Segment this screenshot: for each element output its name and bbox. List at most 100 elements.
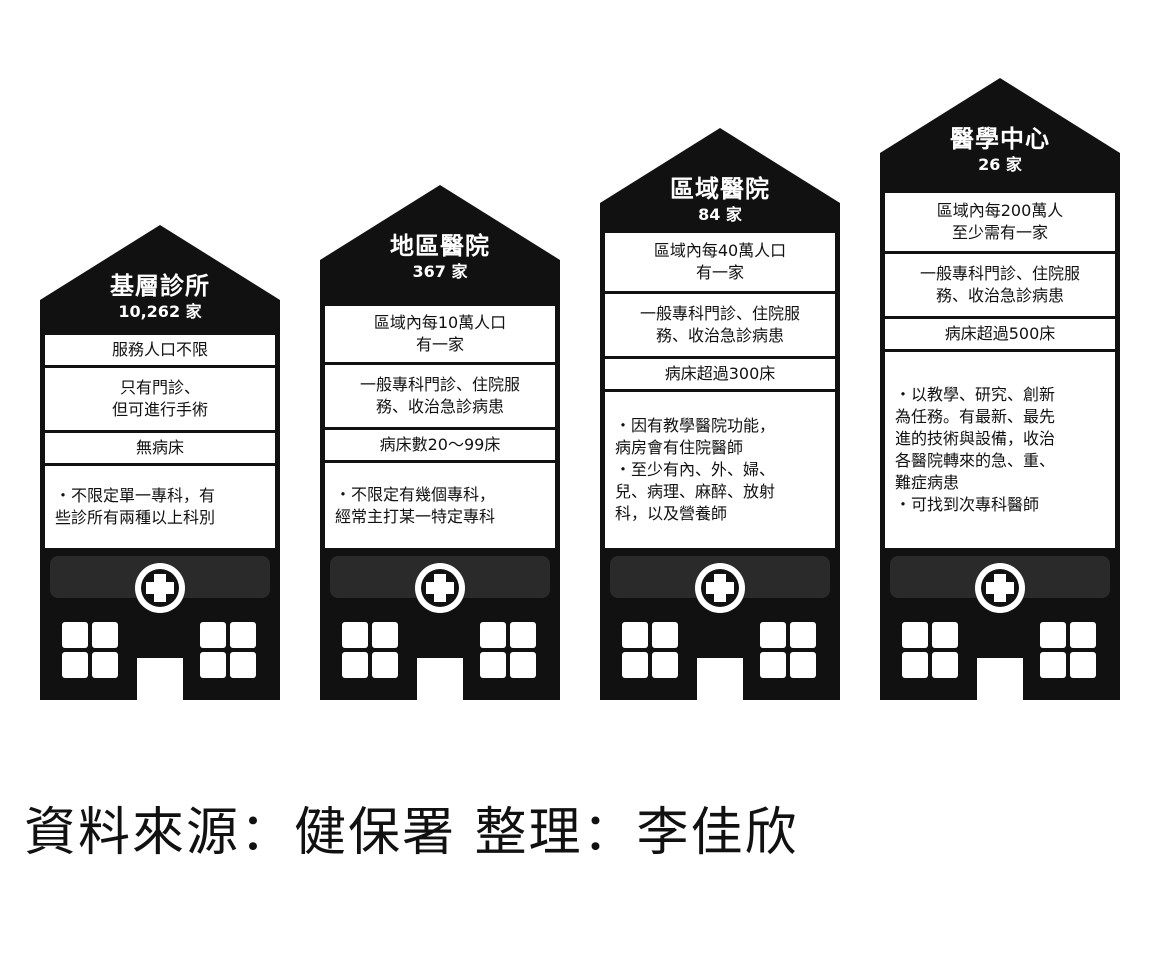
info-line: 病房會有住院醫師 [615,438,744,457]
info-line: ・可找到次專科醫師 [895,495,1040,514]
window [790,652,816,678]
info-line: 兒、病理、麻醉、放射 [615,482,776,501]
window [760,652,786,678]
window [622,652,648,678]
building-facade [320,548,560,700]
info-row: 一般專科門診、住院服務、收治急診病患 [605,294,835,356]
info-row: 病床超過300床 [605,359,835,389]
window [92,622,118,648]
info-row: 無病床 [45,433,275,463]
info-line: 科，以及營養師 [615,504,728,523]
info-line: 病床超過300床 [664,364,776,383]
window [372,622,398,648]
window [902,622,928,648]
info-line: 病床數20～99床 [379,435,501,454]
info-line: ・不限定單一專科，有 [55,486,216,505]
info-line: 區域內每200萬人 [936,201,1064,220]
info-panel: 區域內每200萬人至少需有一家一般專科門診、住院服務、收治急診病患病床超過500… [880,193,1120,548]
info-line: 有一家 [695,263,744,282]
info-row: ・以教學、研究、創新為任務。有最新、最先進的技術與設備，收治各醫院轉來的急、重、… [885,352,1115,548]
info-line: 至少需有一家 [951,223,1048,242]
info-line: 但可進行手術 [111,400,208,419]
info-row: 只有門診、但可進行手術 [45,368,275,430]
window [932,652,958,678]
info-line: 病床超過500床 [944,324,1056,343]
info-panel: 服務人口不限只有門診、但可進行手術無病床・不限定單一專科，有些診所有兩種以上科別 [40,335,280,548]
door [977,658,1023,700]
info-panel: 區域內每10萬人口有一家一般專科門診、住院服務、收治急診病患病床數20～99床・… [320,306,560,548]
window [1070,652,1096,678]
window [230,652,256,678]
info-line: 區域內每10萬人口 [373,313,507,332]
building-count: 26 家 [978,155,1022,174]
building-name: 區域醫院 [670,175,770,203]
info-line: 為任務。有最新、最先 [895,407,1056,426]
info-line: 一般專科門診、住院服 [919,264,1080,283]
window [342,622,368,648]
info-row: 一般專科門診、住院服務、收治急診病患 [325,365,555,427]
window [790,622,816,648]
building-name: 地區醫院 [390,232,490,260]
building-name: 基層診所 [110,272,210,300]
window [92,652,118,678]
info-line: ・以教學、研究、創新 [895,385,1056,404]
building-count: 367 家 [412,262,468,281]
info-line: 些診所有兩種以上科別 [55,508,216,527]
info-line: 有一家 [415,335,464,354]
window [230,622,256,648]
window [652,652,678,678]
info-panel: 區域內每40萬人口有一家一般專科門診、住院服務、收治急診病患病床超過300床・因… [600,233,840,548]
info-row: ・因有教學醫院功能， 病房會有住院醫師・至少有內、外、婦、兒、病理、麻醉、放射科，… [605,392,835,548]
info-row: 病床數20～99床 [325,430,555,460]
window [480,622,506,648]
building-facade [600,548,840,700]
building-name: 醫學中心 [950,125,1050,153]
info-line: 服務人口不限 [111,340,208,359]
roof [40,225,280,335]
source-caption: 資料來源：健保署 整理：李佳欣 [24,803,799,863]
info-line: ・因有教學醫院功能， [615,416,776,435]
roof [320,185,560,306]
info-row: 區域內每40萬人口有一家 [605,233,835,291]
window [200,652,226,678]
building-facade [880,548,1120,700]
window [372,652,398,678]
window [622,622,648,648]
window [652,622,678,648]
window [480,652,506,678]
info-line: 只有門診、 [119,378,200,397]
info-line: 務、收治急診病患 [375,397,504,416]
info-line: 一般專科門診、住院服 [359,375,520,394]
building-facade [40,548,280,700]
window [1040,652,1066,678]
roof [600,128,840,233]
door [417,658,463,700]
window [510,652,536,678]
info-line: 經常主打某一特定專科 [335,506,496,526]
info-line: 難症病患 [895,473,960,492]
info-row: 病床超過500床 [885,319,1115,349]
window [932,622,958,648]
roof [880,78,1120,193]
window [760,622,786,648]
info-row: 一般專科門診、住院服務、收治急診病患 [885,254,1115,316]
window [1040,622,1066,648]
window [62,622,88,648]
info-line: ・不限定有幾個專科， [335,484,496,504]
info-row: 區域內每200萬人至少需有一家 [885,193,1115,251]
info-row: ・不限定單一專科，有些診所有兩種以上科別 [45,466,275,548]
info-row: 服務人口不限 [45,335,275,365]
window [342,652,368,678]
info-line: ・至少有內、外、婦、 [615,460,776,479]
info-line: 各醫院轉來的急、重、 [895,451,1056,470]
info-line: 務、收治急診病患 [935,286,1064,305]
info-row: 區域內每10萬人口有一家 [325,306,555,362]
info-line: 區域內每40萬人口 [653,241,787,260]
info-row: ・不限定有幾個專科，經常主打某一特定專科 [325,463,555,548]
door [137,658,183,700]
building-count: 84 家 [698,205,742,224]
